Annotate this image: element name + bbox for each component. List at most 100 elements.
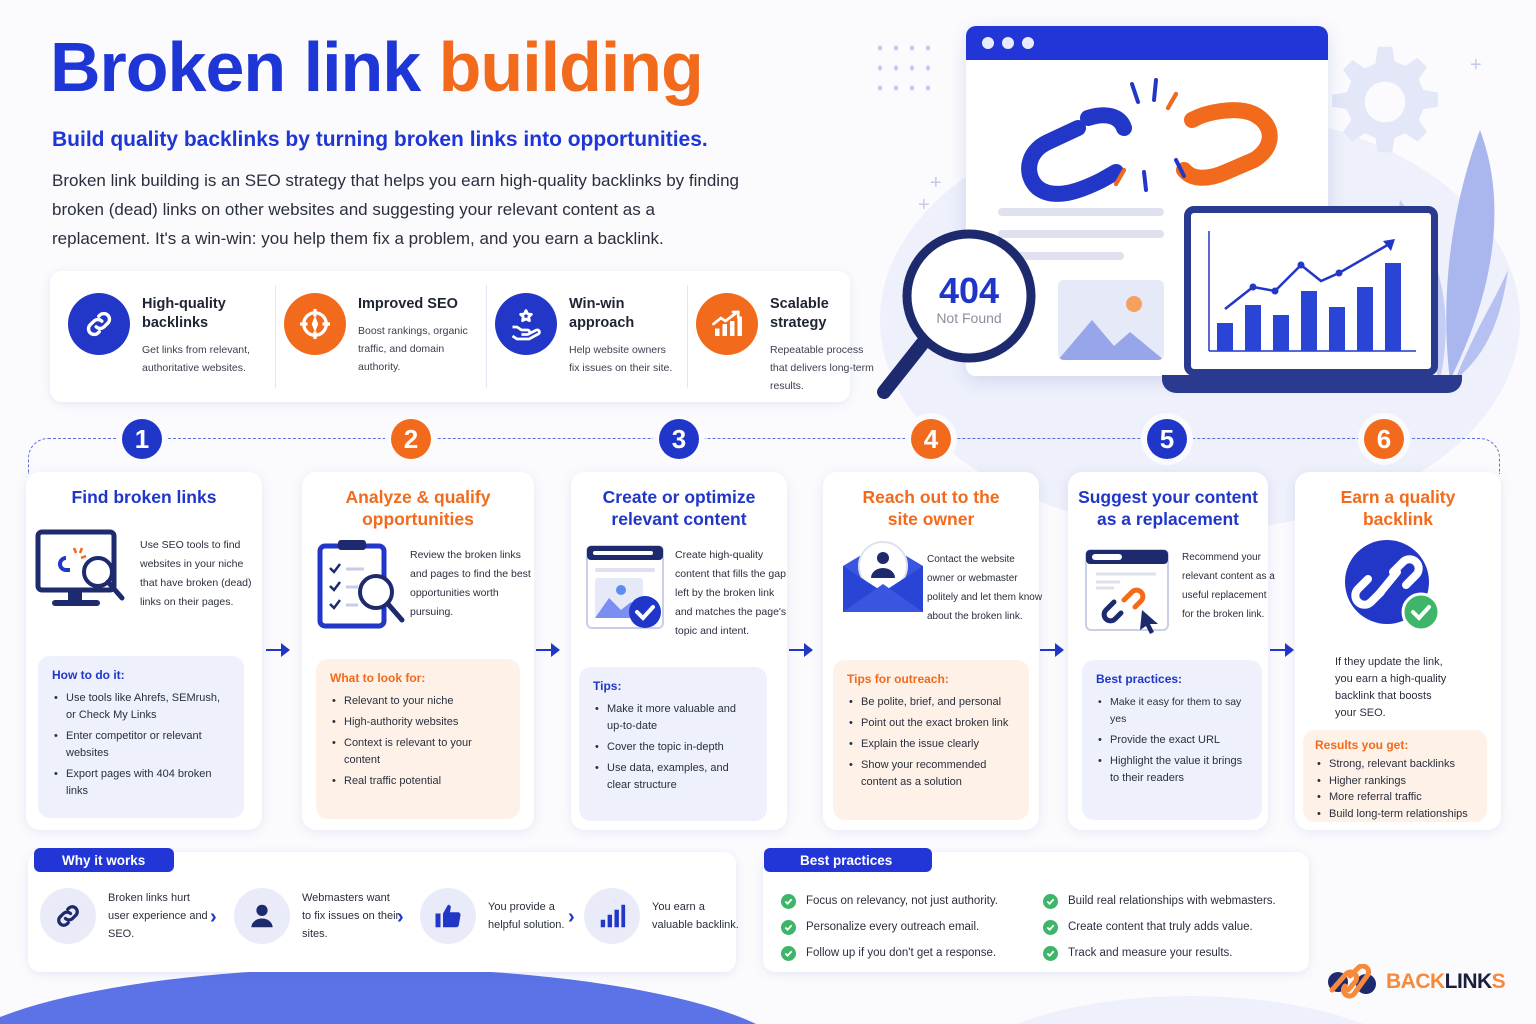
best-practice-text: Track and measure your results. bbox=[1068, 947, 1233, 959]
tip-item: Provide the exact URL bbox=[1096, 732, 1248, 749]
logo-text-back: BACK bbox=[1386, 970, 1445, 993]
browser-title-bar bbox=[966, 26, 1328, 60]
why-item: You earn a valuable backlink. bbox=[584, 888, 742, 944]
tip-item: More referral traffic bbox=[1315, 789, 1475, 806]
check-icon bbox=[781, 893, 796, 909]
step-tips-box: Results you get: Strong, relevant backli… bbox=[1303, 730, 1487, 822]
step-number-6: 6 bbox=[1364, 419, 1404, 459]
best-practice-text: Build real relationships with webmasters… bbox=[1068, 895, 1276, 907]
benefit-improved-seo: Improved SEO Boost rankings, organic tra… bbox=[276, 285, 487, 388]
link-icon bbox=[68, 293, 130, 355]
user-icon bbox=[234, 888, 290, 944]
step-card-suggest-content: Suggest your content as a replacement Re… bbox=[1068, 472, 1275, 830]
magnifier-icon bbox=[877, 229, 1036, 399]
window-dot bbox=[1022, 37, 1034, 49]
best-practice-item: Create content that truly adds value. bbox=[1043, 914, 1276, 940]
broken-chain-icon bbox=[1021, 78, 1278, 202]
benefit-desc: Help website owners fix issues on their … bbox=[569, 344, 673, 374]
tip-item: Explain the issue clearly bbox=[847, 736, 1015, 753]
logo-text-s: S bbox=[1491, 970, 1506, 993]
best-practice-text: Personalize every outreach email. bbox=[806, 921, 980, 933]
content-check-icon bbox=[586, 545, 664, 629]
text-line-placeholder bbox=[998, 252, 1124, 260]
tip-item: Enter competitor or relevant websites bbox=[52, 728, 230, 762]
benefit-title: Scalable strategy bbox=[770, 296, 829, 331]
logo-chain-icon bbox=[1328, 964, 1376, 999]
tip-item: Make it easy for them to say yes bbox=[1096, 694, 1248, 728]
check-icon bbox=[1043, 919, 1058, 935]
text-line-placeholder bbox=[998, 208, 1164, 216]
tip-item: Show your recommended content as a solut… bbox=[847, 757, 1015, 791]
step-desc: Create high-quality content that fills t… bbox=[675, 549, 787, 637]
tip-item: Use tools like Ahrefs, SEMrush, or Check… bbox=[52, 690, 230, 724]
bottom-right-blob bbox=[940, 996, 1440, 1024]
best-practice-text: Focus on relevancy, not just authority. bbox=[806, 895, 998, 907]
plus-decoration-icon: + bbox=[1470, 54, 1482, 76]
step-tips-box: How to do it: Use tools like Ahrefs, SEM… bbox=[38, 656, 244, 818]
laptop-base bbox=[1162, 375, 1462, 393]
step-title: Find broken links bbox=[71, 487, 217, 507]
bar-chart-icon bbox=[584, 888, 640, 944]
arrow-right-icon bbox=[1040, 643, 1064, 657]
best-practices-left-column: Focus on relevancy, not just authority. … bbox=[781, 888, 998, 966]
step-title: Reach out to the site owner bbox=[862, 487, 1000, 529]
process-connector-line bbox=[28, 438, 1500, 474]
best-practice-item: Focus on relevancy, not just authority. bbox=[781, 888, 998, 914]
benefit-desc: Boost rankings, organic traffic, and dom… bbox=[358, 325, 468, 373]
tips-title: How to do it: bbox=[52, 668, 125, 682]
best-practice-item: Build real relationships with webmasters… bbox=[1043, 888, 1276, 914]
window-dot bbox=[1002, 37, 1014, 49]
chevron-right-icon: › bbox=[397, 906, 404, 928]
email-contact-icon bbox=[843, 541, 923, 612]
why-it-works-label: Why it works bbox=[34, 848, 174, 872]
best-practices-right-column: Build real relationships with webmasters… bbox=[1043, 888, 1276, 966]
intro-paragraph: Broken link building is an SEO strategy … bbox=[52, 171, 739, 248]
plus-decoration-icon: + bbox=[918, 194, 930, 216]
tips-title: Tips: bbox=[593, 679, 622, 693]
step-number-3: 3 bbox=[659, 419, 699, 459]
tip-item: Build long-term relationships bbox=[1315, 806, 1475, 823]
benefit-title: High-quality backlinks bbox=[142, 296, 226, 331]
benefit-desc: Repeatable process that delivers long-te… bbox=[770, 344, 874, 392]
hand-star-icon bbox=[495, 293, 557, 355]
chevron-right-icon: › bbox=[210, 906, 217, 928]
best-practice-text: Follow up if you don't get a response. bbox=[806, 947, 997, 959]
tips-title: Tips for outreach: bbox=[847, 672, 949, 686]
benefit-title: Improved SEO bbox=[358, 296, 458, 312]
tip-item: Be polite, brief, and personal bbox=[847, 694, 1015, 711]
check-icon bbox=[1043, 893, 1058, 909]
tip-item: Use data, examples, and clear structure bbox=[593, 760, 753, 794]
why-item: Webmasters want to fix issues on their s… bbox=[234, 888, 400, 944]
image-placeholder-icon bbox=[1058, 280, 1164, 360]
step-desc: Review the broken links and pages to fin… bbox=[410, 549, 531, 618]
tip-item: Relevant to your niche bbox=[330, 693, 506, 710]
step-title: Suggest your content as a replacement bbox=[1078, 487, 1258, 529]
tip-item: Export pages with 404 broken links bbox=[52, 766, 230, 800]
arrow-right-icon bbox=[1270, 643, 1294, 657]
step-desc: Use SEO tools to find websites in your n… bbox=[140, 539, 252, 608]
tip-item: Cover the topic in-depth bbox=[593, 739, 753, 756]
why-text: You provide a helpful solution. bbox=[488, 901, 565, 931]
benefit-win-win-approach: Win-win approach Help website owners fix… bbox=[487, 285, 688, 388]
best-practice-item: Follow up if you don't get a response. bbox=[781, 940, 998, 966]
tip-item: Point out the exact broken link bbox=[847, 715, 1015, 732]
growth-chart-icon bbox=[696, 293, 758, 355]
tip-item: Context is relevant to your content bbox=[330, 735, 506, 769]
best-practice-text: Create content that truly adds value. bbox=[1068, 921, 1253, 933]
arrow-right-icon bbox=[266, 643, 290, 657]
best-practices-label: Best practices bbox=[764, 848, 932, 872]
step-number-5: 5 bbox=[1147, 419, 1187, 459]
why-it-works-panel: Broken links hurt user experience and SE… bbox=[28, 852, 739, 972]
best-practice-item: Track and measure your results. bbox=[1043, 940, 1276, 966]
step-tips-box: Tips for outreach: Be polite, brief, and… bbox=[833, 660, 1029, 820]
step-card-earn-backlink: Earn a quality backlink If they update t… bbox=[1295, 472, 1501, 830]
arrow-right-icon bbox=[789, 643, 813, 657]
why-item: Broken links hurt user experience and SE… bbox=[40, 888, 208, 944]
thumbs-up-icon bbox=[420, 888, 476, 944]
step-desc: Contact the website owner or webmaster p… bbox=[927, 554, 1043, 622]
step-card-find-broken-links: Find broken links Use SEO tools to find … bbox=[26, 472, 262, 830]
benefit-high-quality-backlinks: High-quality backlinks Get links from re… bbox=[60, 285, 276, 388]
step-number-4: 4 bbox=[911, 419, 951, 459]
text-line-placeholder bbox=[998, 230, 1164, 238]
bottom-left-wave bbox=[0, 968, 800, 1024]
